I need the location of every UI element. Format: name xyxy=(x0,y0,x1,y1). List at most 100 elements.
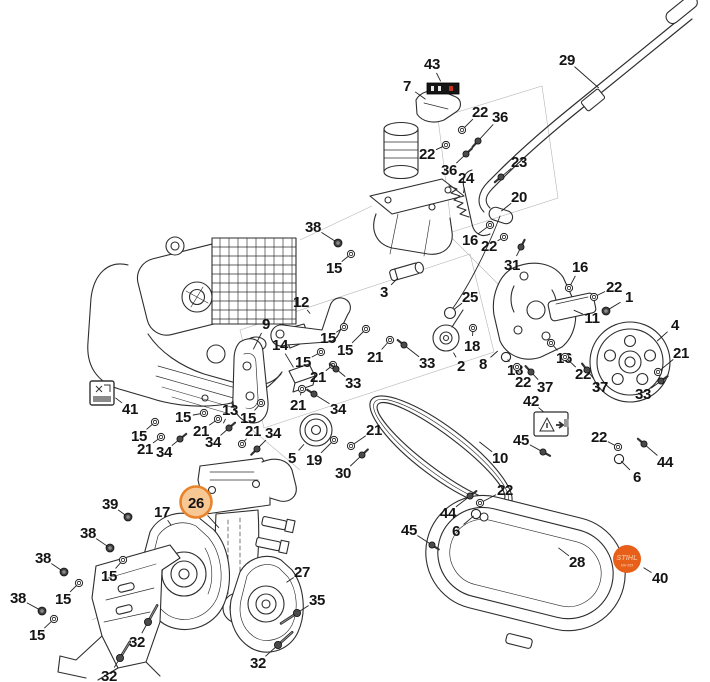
part-number-label[interactable]: 33 xyxy=(419,355,435,372)
part-number-label[interactable]: 43 xyxy=(424,56,440,73)
part-number-label[interactable]: 17 xyxy=(154,504,170,521)
part-number-label[interactable]: 34 xyxy=(265,425,282,442)
callout-14: 14 xyxy=(272,337,294,368)
part-number-label[interactable]: 37 xyxy=(592,379,608,396)
part-number-label[interactable]: 23 xyxy=(511,154,527,171)
highlight-circle[interactable] xyxy=(179,485,213,519)
leader-line xyxy=(558,547,570,557)
part-number-label[interactable]: 22 xyxy=(472,104,488,121)
part-number-label[interactable]: 32 xyxy=(101,668,117,682)
part-number-label[interactable]: 16 xyxy=(572,259,588,276)
badge-circle xyxy=(613,545,641,573)
fastener-boltL-glyph xyxy=(279,609,301,625)
part-number-label[interactable]: 36 xyxy=(492,109,508,126)
part-number-label[interactable]: 15 xyxy=(29,627,45,644)
part-number-label[interactable]: 19 xyxy=(306,452,322,469)
part-number-label[interactable]: 40 xyxy=(652,570,668,587)
part-number-label[interactable]: 1 xyxy=(625,289,633,306)
part-number-label[interactable]: 44 xyxy=(440,505,457,522)
part-number-label[interactable]: 15 xyxy=(320,330,336,347)
leader-line xyxy=(141,624,147,634)
callout-34: 34 xyxy=(250,425,282,456)
fastener-nut-glyph xyxy=(123,512,133,522)
part-number-label[interactable]: 4 xyxy=(671,317,680,334)
part-number-label[interactable]: 42 xyxy=(523,393,539,410)
part-number-label[interactable]: 38 xyxy=(10,590,26,607)
part-number-label[interactable]: 32 xyxy=(129,634,145,651)
part-number-label[interactable]: 44 xyxy=(657,454,674,471)
part-number-label[interactable]: 21 xyxy=(366,422,382,439)
carburetor-gearbox-assembly xyxy=(369,121,465,257)
part-number-label[interactable]: 15 xyxy=(295,354,311,371)
part-number-label[interactable]: 34 xyxy=(330,401,347,418)
part-number-label[interactable]: 39 xyxy=(102,496,118,513)
part-number-label[interactable]: 15 xyxy=(131,428,147,445)
part-number-label[interactable]: 14 xyxy=(272,337,289,354)
part-number-label[interactable]: 28 xyxy=(569,554,585,571)
part-number-label[interactable]: 38 xyxy=(305,219,321,236)
part-number-label[interactable]: 45 xyxy=(513,432,529,449)
drive-shaft xyxy=(389,261,425,282)
part-number-label[interactable]: 21 xyxy=(310,369,326,386)
part-number-label[interactable]: 9 xyxy=(262,316,270,333)
part-number-label[interactable]: 24 xyxy=(458,170,475,187)
part-number-label[interactable]: 8 xyxy=(479,356,487,373)
part-number-label[interactable]: 34 xyxy=(205,434,222,451)
part-number-label[interactable]: 38 xyxy=(35,550,51,567)
part-number-label[interactable]: 33 xyxy=(345,375,361,392)
callout-24: 24 xyxy=(458,170,475,194)
part-number-label[interactable]: 20 xyxy=(511,189,527,206)
part-number-label[interactable]: 15 xyxy=(326,260,342,277)
part-number-label[interactable]: 31 xyxy=(504,257,520,274)
part-number-label[interactable]: 15 xyxy=(337,342,353,359)
part-number-label[interactable]: 15 xyxy=(240,410,256,427)
part-number-label[interactable]: 16 xyxy=(462,232,478,249)
part-number-label[interactable]: 10 xyxy=(492,450,508,467)
part-number-label[interactable]: 7 xyxy=(403,78,411,95)
part-number-label[interactable]: 22 xyxy=(419,146,435,163)
part-number-label[interactable]: 21 xyxy=(193,423,209,440)
part-number-label[interactable]: 27 xyxy=(294,564,310,581)
tine-drive-assembly xyxy=(197,457,297,624)
part-number-label[interactable]: 22 xyxy=(591,429,607,446)
part-number-label[interactable]: 21 xyxy=(673,345,689,362)
part-number-label[interactable]: 35 xyxy=(309,592,325,609)
part-number-label[interactable]: 21 xyxy=(137,441,153,458)
fastener-washer-glyph xyxy=(468,323,478,333)
part-number-label[interactable]: 2 xyxy=(457,358,465,375)
part-number-label[interactable]: 3 xyxy=(380,284,388,301)
part-number-label[interactable]: 6 xyxy=(633,469,641,486)
part-number-label[interactable]: 15 xyxy=(175,409,191,426)
part-number-label[interactable]: 22 xyxy=(606,279,622,296)
part-number-label[interactable]: 38 xyxy=(80,525,96,542)
part-number-label[interactable]: 34 xyxy=(156,444,173,461)
part-number-label[interactable]: 22 xyxy=(497,482,513,499)
part-number-label[interactable]: 32 xyxy=(250,655,266,672)
part-number-label[interactable]: 18 xyxy=(464,338,480,355)
part-number-label[interactable]: 15 xyxy=(55,591,71,608)
fastener-bolt-glyph xyxy=(306,388,318,398)
part-number-label[interactable]: 21 xyxy=(245,423,261,440)
part-number-label[interactable]: 26 xyxy=(188,495,204,512)
part-number-label[interactable]: 37 xyxy=(537,379,553,396)
callout-6: 6 xyxy=(613,453,641,486)
control-cable xyxy=(443,215,501,320)
part-number-label[interactable]: 6 xyxy=(452,523,460,540)
fastener-washer-glyph xyxy=(237,439,247,449)
part-number-label[interactable]: 25 xyxy=(462,289,478,306)
part-number-label[interactable]: 45 xyxy=(401,522,417,539)
part-number-label[interactable]: 22 xyxy=(515,374,531,391)
part-number-label[interactable]: 21 xyxy=(290,397,306,414)
part-number-label[interactable]: 13 xyxy=(222,402,238,419)
part-number-label[interactable]: 12 xyxy=(293,294,309,311)
part-number-label[interactable]: 22 xyxy=(481,238,497,255)
part-number-label[interactable]: 33 xyxy=(635,386,651,403)
part-number-label[interactable]: 21 xyxy=(367,349,383,366)
part-number-label[interactable]: 36 xyxy=(441,162,457,179)
part-number-label[interactable]: 41 xyxy=(122,401,138,418)
part-number-label[interactable]: 5 xyxy=(288,450,296,467)
part-number-label[interactable]: 29 xyxy=(559,52,575,69)
part-number-label[interactable]: 11 xyxy=(584,310,600,327)
part-number-label[interactable]: 15 xyxy=(101,568,117,585)
part-number-label[interactable]: 30 xyxy=(335,465,351,482)
